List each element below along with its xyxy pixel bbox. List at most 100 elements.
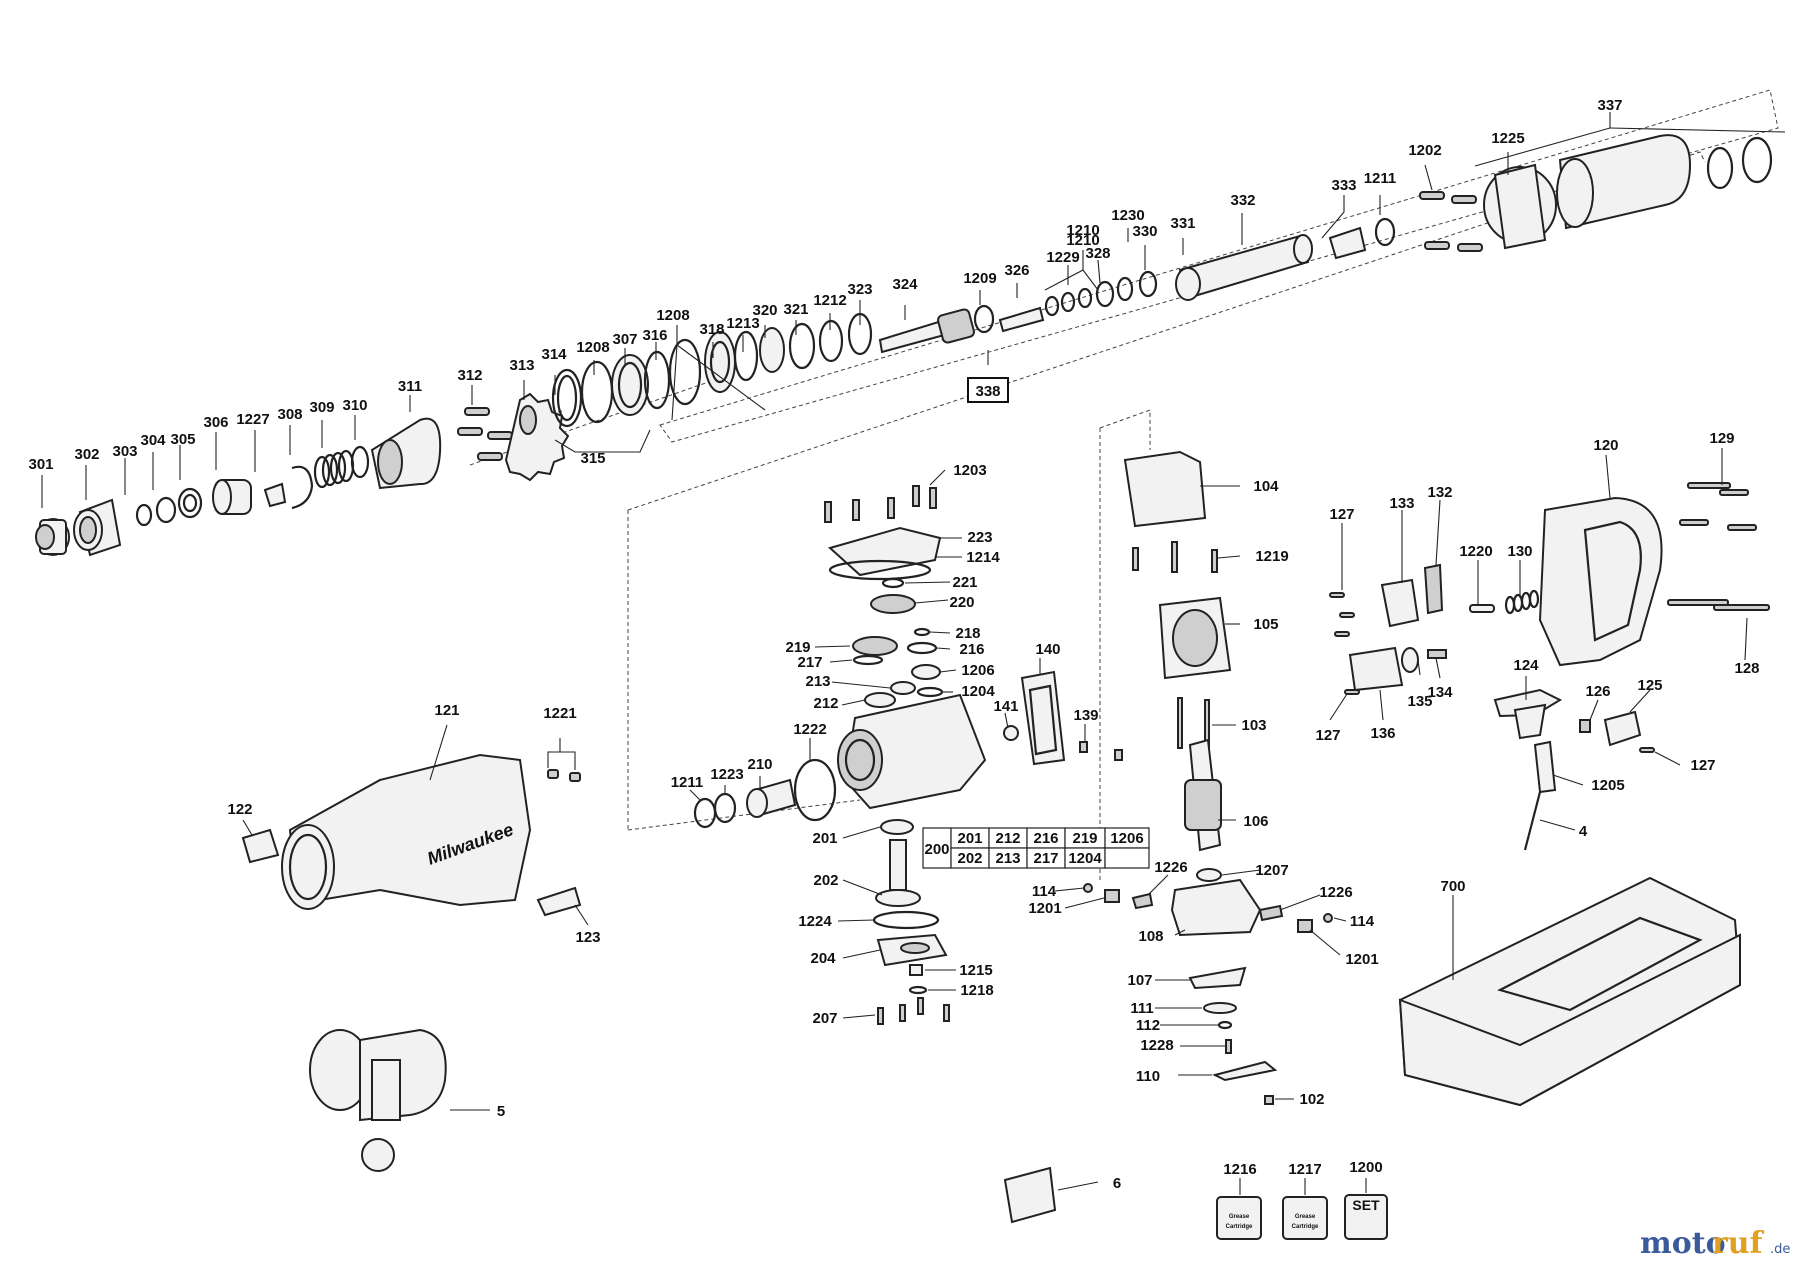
callout-label: 210 xyxy=(747,756,772,773)
callout-label: 1228 xyxy=(1140,1037,1173,1054)
callout-label: 212 xyxy=(813,695,838,712)
callout-label: 1211 xyxy=(671,774,704,791)
callout-label: 213 xyxy=(805,673,830,690)
callout-label: 216 xyxy=(959,641,984,658)
callout-label: 126 xyxy=(1585,683,1610,700)
callout-label: 207 xyxy=(812,1010,837,1027)
callout-label: 127 xyxy=(1329,506,1354,523)
callout-label: 134 xyxy=(1427,684,1453,701)
callout-label: 1220 xyxy=(1459,543,1492,560)
callout-label: 1208 xyxy=(656,307,689,324)
callout-label: 104 xyxy=(1253,478,1279,495)
callout-label: 1219 xyxy=(1255,548,1288,565)
callout-label: 1204 xyxy=(961,683,995,700)
callout-label: 139 xyxy=(1073,707,1098,724)
callout-label: 1227 xyxy=(236,411,269,428)
watermark-part1: moto xyxy=(1640,1226,1726,1261)
callout-label: 1226 xyxy=(1319,884,1352,901)
callout-label: 326 xyxy=(1004,262,1029,279)
callout-label: 111 xyxy=(1130,1000,1153,1017)
leader-lines xyxy=(41,112,1786,1195)
callout-label: 133 xyxy=(1389,495,1414,512)
table-cell-text: 201 xyxy=(957,830,982,847)
callout-label: 1201 xyxy=(1028,900,1061,917)
callout-label: 128 xyxy=(1734,660,1759,677)
callout-label: 218 xyxy=(955,625,980,642)
callout-label: 316 xyxy=(642,327,667,344)
callout-label: 331 xyxy=(1170,215,1195,232)
table-group-label: 200 xyxy=(924,841,949,858)
callout-label: 1209 xyxy=(963,270,996,287)
callout-label: 311 xyxy=(398,378,422,395)
callout-label: 337 xyxy=(1597,97,1622,114)
callout-label: 307 xyxy=(612,331,637,348)
callout-label: 110 xyxy=(1136,1068,1160,1085)
callout-label: 323 xyxy=(847,281,872,298)
callout-label: 1207 xyxy=(1255,862,1288,879)
callout-label: 132 xyxy=(1427,484,1452,501)
callout-label: 303 xyxy=(112,443,137,460)
callout-label: 129 xyxy=(1709,430,1734,447)
callout-label: 305 xyxy=(170,431,195,448)
callout-label: 314 xyxy=(541,346,567,363)
callout-label: 1201 xyxy=(1345,951,1378,968)
callout-label: 1217 xyxy=(1288,1161,1321,1178)
callout-label: 328 xyxy=(1085,245,1110,262)
table-cell-text: 212 xyxy=(995,830,1020,847)
watermark-part2: ruf xyxy=(1712,1226,1765,1261)
callout-label: 320 xyxy=(752,302,777,319)
callout-label: 310 xyxy=(342,397,367,414)
callout-label: 121 xyxy=(434,702,459,719)
watermark: moto ruf .de xyxy=(1640,1226,1790,1261)
callout-label: 125 xyxy=(1637,677,1662,694)
callout-label: 324 xyxy=(892,276,918,293)
callout-label: 220 xyxy=(949,594,974,611)
accessory-parts: Milwaukee Grease Cartridge Grease Cartri… xyxy=(241,753,1742,1240)
callout-label: 127 xyxy=(1690,757,1715,774)
callout-label: 201 xyxy=(812,830,837,847)
callout-label: 1225 xyxy=(1491,130,1524,147)
callout-label: 223 xyxy=(967,529,992,546)
callout-label: 1205 xyxy=(1591,777,1624,794)
callout-label: 122 xyxy=(227,801,252,818)
table-cell-text: 202 xyxy=(957,850,982,867)
table-cell-text: 1206 xyxy=(1110,830,1143,847)
motor-assembly-parts xyxy=(1083,450,1333,1105)
callout-label: 315 xyxy=(580,450,605,467)
callout-label: 330 xyxy=(1132,223,1157,240)
callout-label: 120 xyxy=(1593,437,1618,454)
callout-label: 102 xyxy=(1299,1091,1324,1108)
callout-label: 333 xyxy=(1331,177,1356,194)
callout-label: 217 xyxy=(797,654,822,671)
callout-label: 107 xyxy=(1127,972,1152,989)
callout-label: 1218 xyxy=(960,982,993,999)
boxed-label-text: 338 xyxy=(975,383,1000,400)
callout-label: 6 xyxy=(1113,1175,1121,1192)
callout-label: 321 xyxy=(783,301,808,318)
callout-label: 204 xyxy=(810,950,836,967)
callout-label: 108 xyxy=(1138,928,1163,945)
table-cell-text: 217 xyxy=(1033,850,1058,867)
callout-label: 318 xyxy=(699,321,724,338)
callout-label: 4 xyxy=(1579,823,1588,840)
callout-label: 302 xyxy=(74,446,99,463)
table-cell xyxy=(1104,847,1150,869)
callout-label: 1200 xyxy=(1349,1159,1382,1176)
handle-assembly-parts xyxy=(1329,482,1770,851)
spindle-assembly-parts xyxy=(35,134,1773,557)
callout-label: 105 xyxy=(1253,616,1278,633)
callout-label: 5 xyxy=(497,1103,505,1120)
set-text: SET xyxy=(1352,1197,1380,1213)
grease-1-line2: Cartridge xyxy=(1226,1224,1253,1230)
callout-label: 1226 xyxy=(1154,859,1187,876)
grease-2-line2: Cartridge xyxy=(1292,1224,1319,1230)
callout-label: 1203 xyxy=(953,462,986,479)
callout-label: 332 xyxy=(1230,192,1255,209)
callout-label: 1222 xyxy=(793,721,826,738)
callout-label: 313 xyxy=(509,357,534,374)
callout-label: 301 xyxy=(28,456,53,473)
